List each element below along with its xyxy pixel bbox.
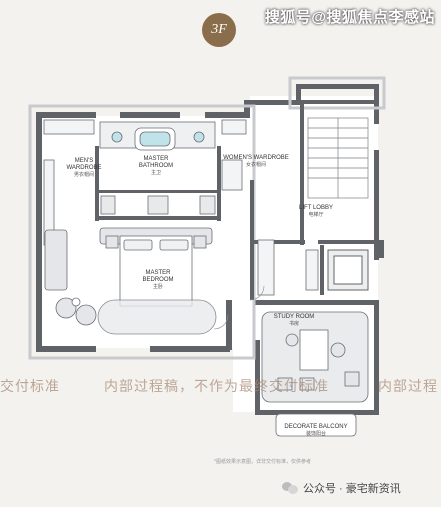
- room-label-cn: 装饰阳台: [305, 431, 326, 437]
- room-label-en: LIFT LOBBY: [299, 205, 333, 211]
- watermark-top: 搜狐号@搜狐焦点李感站: [264, 9, 435, 26]
- room-label-en: MEN'S WARDROBE: [66, 158, 102, 171]
- room-label-lift-lobby: LIFT LOBBY 电梯厅: [290, 205, 342, 219]
- room-label-cn: 男衣帽间: [73, 172, 94, 178]
- room-label-cn: 女衣帽间: [245, 162, 266, 168]
- watermark-middle-left: 交付标准: [0, 380, 60, 395]
- wechat-icon: [282, 482, 298, 494]
- doors: [213, 285, 265, 330]
- room-label-en: MASTER BATHROOM: [138, 156, 174, 169]
- exterior-walls: [36, 84, 384, 415]
- room-label-master-bathroom: MASTER BATHROOM 主卫: [132, 156, 180, 177]
- study-furniture: [261, 311, 369, 403]
- room-label-master-bedroom: MASTER BEDROOM 主卧: [130, 270, 186, 291]
- stair: [307, 117, 369, 199]
- disclaimer: *图纸效果示意图，详非交付标准，仅供参考: [214, 459, 311, 465]
- watermark-middle-right: 内部过程: [378, 380, 438, 395]
- watermark-middle: 内部过程稿，不作为最终交付标准: [104, 380, 329, 395]
- lift: [327, 249, 369, 291]
- floor-badge: 3F: [202, 13, 236, 47]
- interior-walls: [95, 100, 374, 300]
- room-label-en: WOMEN'S WARDROBE: [223, 155, 289, 161]
- room-label-cn: 主卧: [152, 284, 163, 290]
- room-label-cn: 电梯厅: [308, 212, 324, 218]
- bathroom-fixtures: [99, 121, 216, 215]
- room-label-study-room: STUDY ROOM 书房: [268, 314, 320, 328]
- room-label-en: DECORATE BALCONY: [284, 424, 348, 430]
- room-label-mens-wardrobe: MEN'S WARDROBE 男衣帽间: [60, 158, 108, 179]
- bedroom-furniture: [44, 227, 217, 335]
- balcony: [275, 413, 357, 437]
- room-label-en: MASTER BEDROOM: [142, 270, 174, 283]
- wardrobe-cabinets: [43, 119, 319, 296]
- room-label-womens-wardrobe: WOMEN'S WARDROBE 女衣帽间: [218, 155, 294, 169]
- room-label-cn: 书房: [288, 321, 299, 327]
- room-label-decorate-balcony: DECORATE BALCONY 装饰阳台: [278, 424, 354, 438]
- footer-source-label: 公众号 · 豪宅新资讯: [303, 483, 401, 495]
- room-label-cn: 主卫: [150, 170, 161, 176]
- room-label-en: STUDY ROOM: [273, 314, 315, 320]
- footer-source: 公众号 · 豪宅新资讯: [282, 480, 401, 496]
